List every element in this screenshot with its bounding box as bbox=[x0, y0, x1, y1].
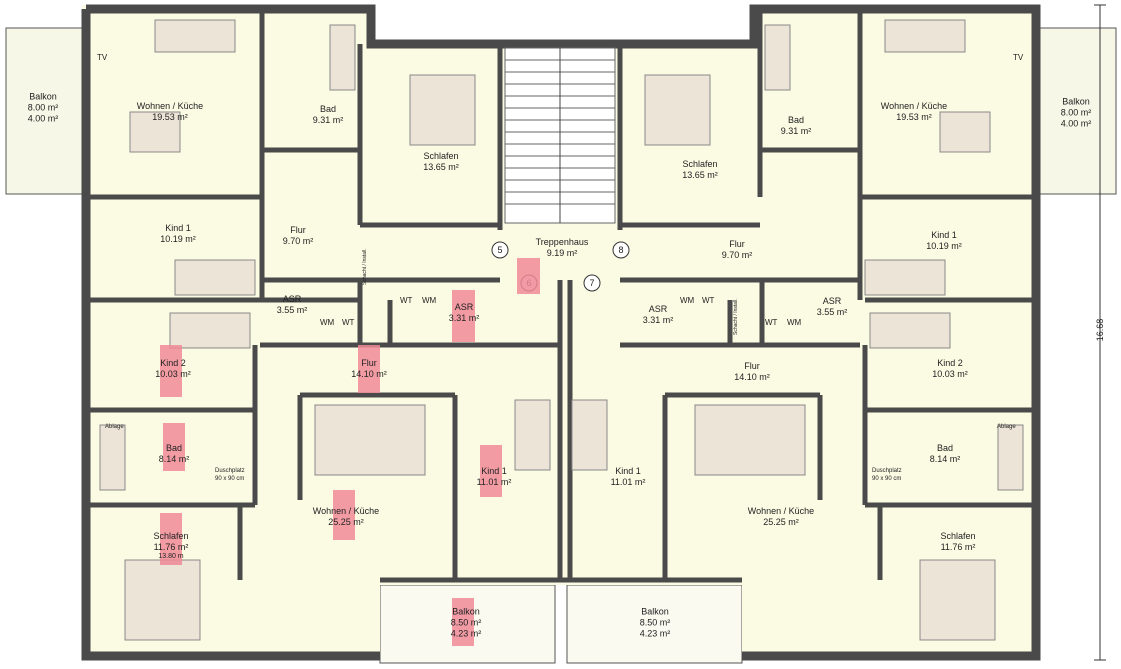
wm-label: WM bbox=[680, 296, 695, 305]
balcony-bottom-right-slab bbox=[566, 584, 743, 664]
dusch-size-label: 90 x 90 cm bbox=[872, 476, 901, 482]
balcony-left-slab bbox=[5, 27, 83, 195]
marker-8 bbox=[612, 241, 630, 259]
ablage-label: Ablage bbox=[997, 424, 1016, 430]
marker-8-label: 8 bbox=[618, 245, 623, 255]
highlight-schlafen bbox=[160, 513, 182, 565]
highlight-asr bbox=[452, 290, 475, 342]
balcony-right-slab bbox=[1039, 27, 1117, 195]
dimension-label: 16.68 bbox=[1095, 318, 1105, 342]
interior-walls bbox=[86, 9, 1036, 583]
schacht-label-right: Schacht / Install. bbox=[733, 298, 739, 335]
tv-label: TV bbox=[1013, 53, 1024, 62]
schacht-label-left: Schacht / Install. bbox=[362, 248, 368, 285]
highlight-flur bbox=[358, 345, 380, 393]
dimension-line bbox=[1094, 4, 1106, 661]
marker-5-label: 5 bbox=[497, 245, 502, 255]
highlight-bad bbox=[163, 423, 185, 471]
wt-label: WT bbox=[400, 296, 413, 305]
wm-label: WM bbox=[320, 318, 335, 327]
dusch-size-label: 90 x 90 cm bbox=[215, 476, 244, 482]
wt-label: WT bbox=[342, 318, 355, 327]
marker-7-label: 7 bbox=[589, 278, 594, 288]
appliance-labels: TV TV WT WM WM WT WM WT WT WM Ablage Abl… bbox=[97, 53, 1024, 482]
wm-label: WM bbox=[787, 318, 802, 327]
marker-5 bbox=[491, 241, 509, 259]
wt-label: WT bbox=[765, 318, 778, 327]
tv-label: TV bbox=[97, 53, 108, 62]
highlight-marker-6 bbox=[517, 258, 540, 294]
furniture bbox=[99, 19, 1024, 641]
highlight-kind1 bbox=[480, 445, 502, 497]
highlight-wohnen bbox=[333, 490, 355, 540]
dusch-label: Duschplatz bbox=[215, 468, 245, 474]
staircase bbox=[504, 47, 616, 224]
highlight-kind2 bbox=[160, 345, 182, 397]
dusch-label: Duschplatz bbox=[872, 468, 902, 474]
highlight-balkon bbox=[452, 598, 474, 646]
wm-label: WM bbox=[422, 296, 437, 305]
wt-label: WT bbox=[702, 296, 715, 305]
outer-walls bbox=[81, 4, 1041, 661]
ablage-label: Ablage bbox=[105, 424, 124, 430]
marker-7 bbox=[583, 274, 601, 292]
